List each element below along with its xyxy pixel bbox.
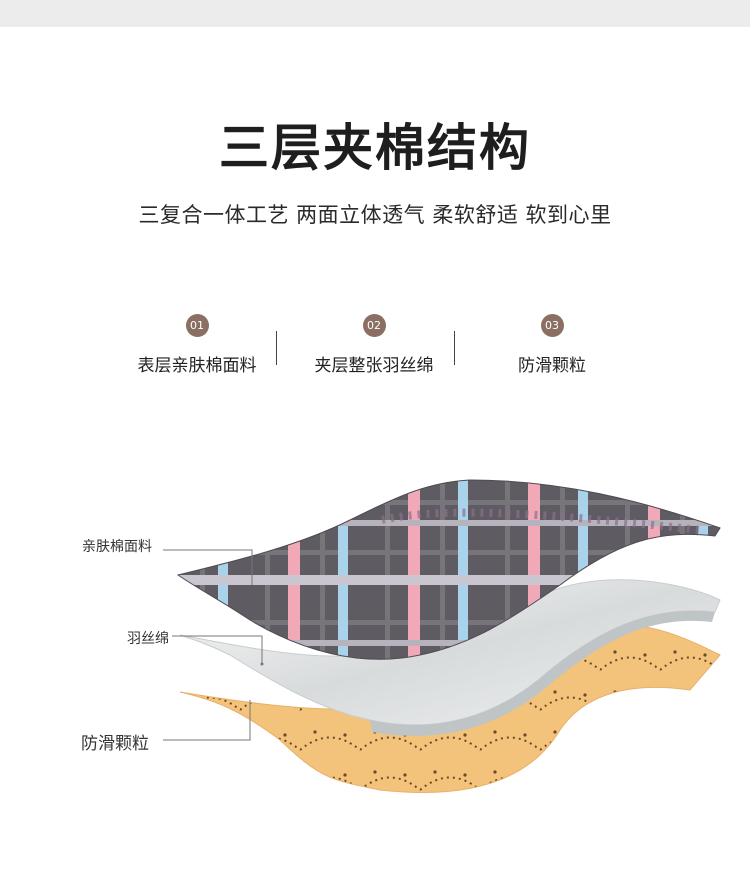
callout-line-fabric	[163, 549, 253, 585]
feature-item-1: 01 表层亲肤棉面料	[107, 314, 287, 376]
feature-divider	[454, 331, 455, 365]
callout-line-padding	[172, 635, 263, 664]
feature-number-badge: 03	[540, 314, 564, 337]
callout-line-antislip	[163, 700, 251, 741]
callout-label-antislip: 防滑颗粒	[81, 734, 149, 754]
feature-item-2: 02 夹层整张羽丝绵	[284, 314, 464, 376]
feature-number-badge: 02	[362, 314, 386, 337]
three-layer-illustration	[163, 479, 721, 793]
page-title: 三层夹棉结构	[219, 119, 531, 177]
feature-number-badge: 01	[185, 314, 209, 337]
feature-label: 防滑颗粒	[518, 356, 586, 376]
feature-item-3: 03 防滑颗粒	[462, 314, 642, 376]
fabric-layer	[176, 479, 721, 660]
top-band	[0, 0, 750, 27]
callout-label-padding: 羽丝绵	[127, 631, 169, 647]
page-subtitle: 三复合一体工艺 两面立体透气 柔软舒适 软到心里	[138, 203, 612, 227]
feature-label: 夹层整张羽丝绵	[314, 356, 434, 376]
feature-divider	[276, 331, 277, 365]
callout-label-fabric: 亲肤棉面料	[82, 539, 152, 555]
feature-label: 表层亲肤棉面料	[137, 356, 257, 376]
